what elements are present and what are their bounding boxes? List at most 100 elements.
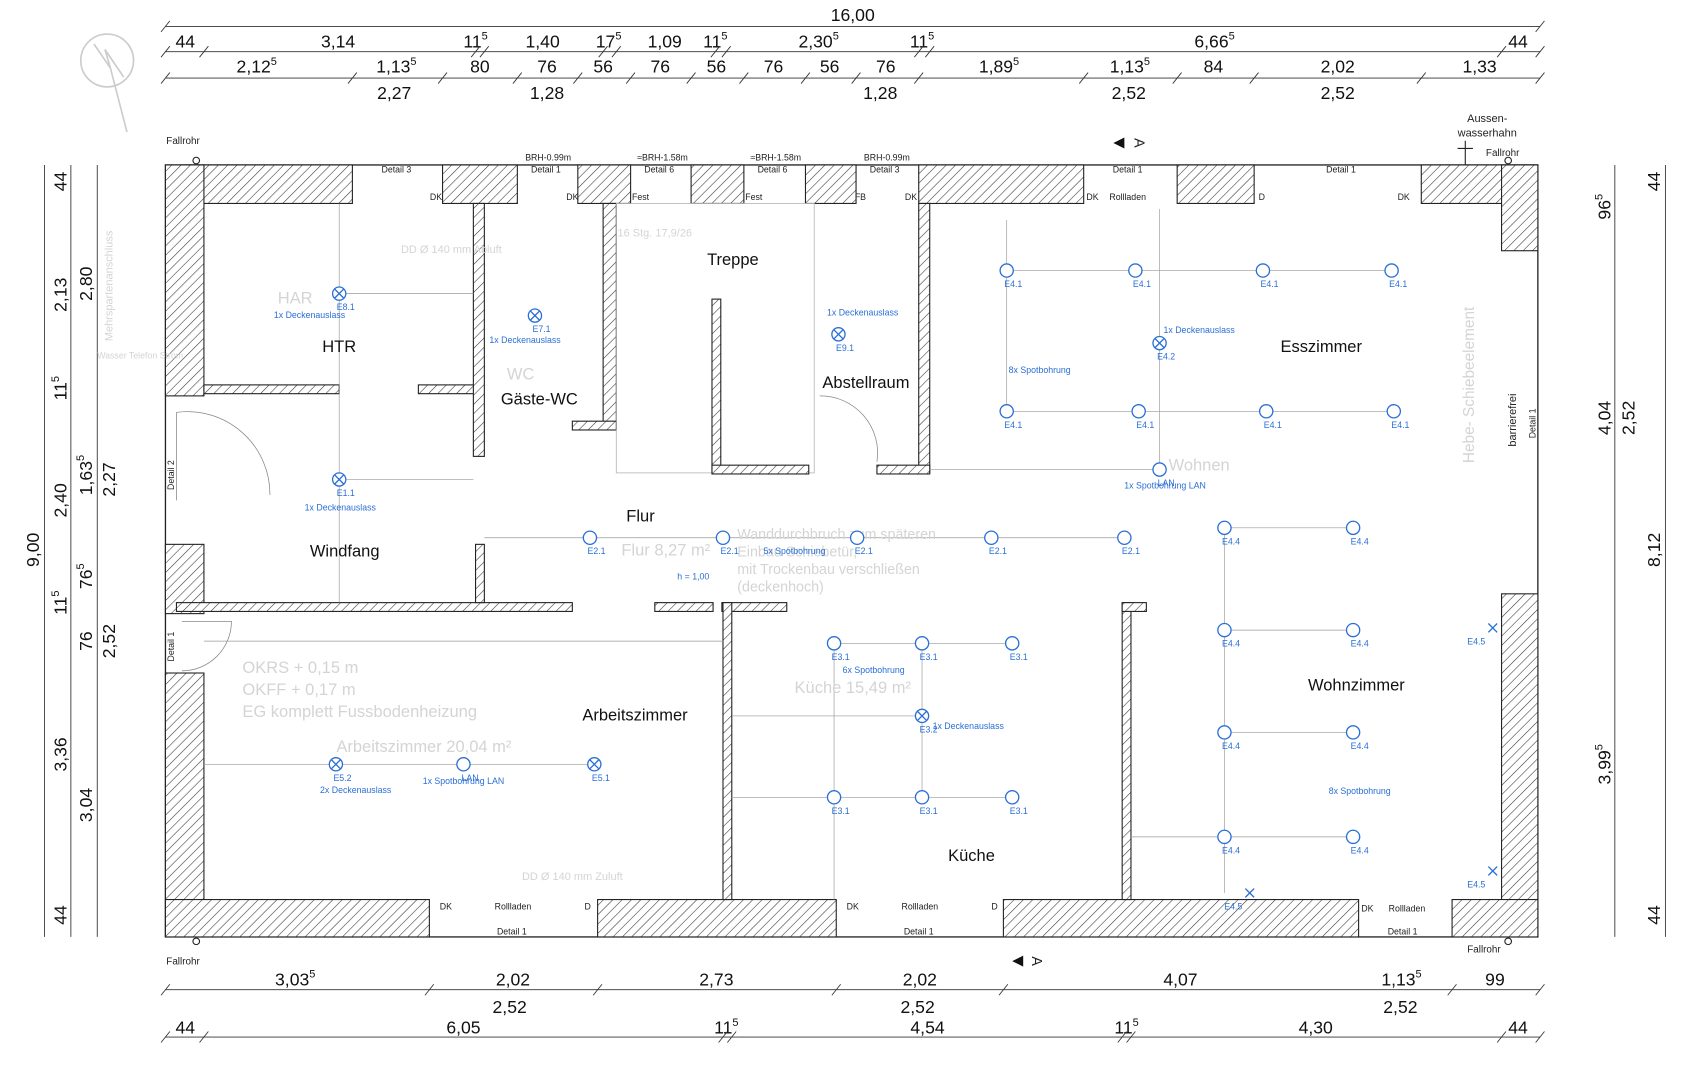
dimension-label: 44 [50,171,70,191]
window-tag: Rollladen [495,901,532,911]
window-tag: DK [1086,192,1098,202]
ghost-wc: WC [507,365,535,383]
spotlight-icon [582,530,598,546]
ghost-wohnen: Wohnen [1169,457,1230,475]
fixture-label: E8.1 [337,302,355,312]
dimension-tick [718,1031,728,1043]
electrical-note: 1x Deckenauslass [827,308,899,318]
window-tag: Fest [745,192,763,202]
fixture-label: E2.1 [587,546,605,556]
fixture-label: E4.1 [1389,279,1407,289]
electrical-note: 2x Deckenauslass [320,785,392,795]
ghost-fbh: EG komplett Fussbodenheizung [242,703,477,721]
ghost-dd-abluft: DD Ø 140 mm Abluft [401,244,502,256]
fixture-label: E4.1 [1133,279,1151,289]
dimension-label: 56 [593,57,613,77]
room-esszimmer: Esszimmer [1280,338,1362,356]
ghost-wand-1: Wanddurchbruch zum späteren [737,527,936,543]
fixture-label: E1.1 [337,488,355,498]
fallrohr-label: Fallrohr [166,956,200,967]
dimension-tick [1535,20,1545,33]
dimension-tick [479,45,490,58]
detail-label: Detail 6 [758,165,788,175]
fixture-label: E2.1 [989,546,1007,556]
dimension-label: 2,52 [1112,83,1146,103]
dimension-tick [160,983,171,996]
dimension-label: 76 [76,631,96,651]
ghost-annotations: HAR WC Wohnen Flur 8,27 m² Küche 15,49 m… [97,227,1478,882]
fixture-label: E4.1 [1260,279,1278,289]
dimension-tick [160,20,171,33]
wall-outlet-icon [1487,623,1498,633]
fixture-label: E4.4 [1222,741,1240,751]
spotlight-icon [1217,725,1232,740]
ceiling-outlet-icon [587,757,602,772]
ghost-wand-2: Einbau Schiebetür, [737,544,857,560]
dimension-label: 115 [463,31,487,52]
dimension-tick [347,72,358,84]
dimension-label: 2,80 [76,266,96,300]
detail-label: Detail 2 [166,460,176,490]
detail-label: Detail 1 [166,632,176,662]
spotlight-icon [849,530,865,546]
ceiling-outlet-icon [527,308,543,323]
fixture-label: E2.1 [855,546,873,556]
fixture-label: E4.4 [1351,741,1369,751]
spotlight-icon [1345,829,1361,845]
fixture-label: E3.1 [832,652,850,662]
dimension-label: 44 [175,31,195,51]
fixture-label: E4.4 [1222,845,1240,855]
dimension-label: 44 [1644,171,1664,191]
electrical-note: 1x Spotbohrung LAN [423,776,505,786]
dimension-tick [1126,1031,1136,1043]
spotlight-icon [914,790,930,805]
dimension-label: 2,52 [1383,997,1417,1017]
dimension-label: 16,00 [831,5,875,25]
ghost-wand-3: mit Trockenbau verschließen [737,562,920,578]
brh-label: ≈BRH-1.58m [637,153,688,163]
dimension-tick [913,72,924,84]
dimension-label: 2,73 [699,969,733,989]
fixture-label: E3.1 [1010,652,1028,662]
dimension-tick [625,72,636,84]
ghost-mehrsparten: Mehrspartenanschluss [104,230,116,341]
electrical-note: h = 1,00 [677,572,709,582]
dimension-tick [1496,1031,1507,1043]
dimension-label: 4,04 [1594,401,1614,435]
electrical-note: 5x Spotbohrung [763,546,825,556]
ghost-flur-area: Flur 8,27 m² [621,541,710,559]
dimension-label: 44 [1508,31,1528,51]
spotlight-icon [984,530,999,546]
fixture-label: E4.1 [1391,420,1409,430]
dimension-label: 1,28 [530,83,564,103]
dimension-tick [800,72,811,84]
detail-label: Detail 1 [904,927,934,937]
dimension-tick [1535,72,1545,84]
detail-label: Detail 1 [1528,408,1538,438]
dimension-label: 56 [707,57,727,77]
dimension-label: 6,05 [446,1018,480,1038]
spotlight-icon [1384,263,1399,278]
dimension-label: 1,28 [863,83,897,103]
dimension-label: 2,52 [1321,83,1355,103]
electrical-note: 1x Deckenauslass [305,502,377,512]
dimension-tick [924,45,935,58]
wall-outlet-icon [1244,888,1255,898]
window-tag: DK [440,901,452,911]
dimension-tick [611,45,622,58]
dimension-tick [998,983,1009,996]
ceiling-outlet-icon [914,708,930,724]
barrierefrei-label: barrierefrei [1507,394,1519,447]
dimension-tick [1496,45,1507,58]
dimension-label: 2,27 [99,462,119,496]
fallrohr-label: Fallrohr [1467,944,1501,955]
dimension-label: 1,135 [1110,56,1150,77]
fixture-label: LAN [1158,478,1175,488]
fixture-label: E4.5 [1467,636,1485,646]
dimension-label: 3,14 [321,31,355,51]
dimension-label: 2,27 [377,83,411,103]
dimension-label: 115 [50,590,71,614]
plan-annotations: Fallrohr Fallrohr Fallrohr Fallrohr Auss… [166,113,1537,967]
dimension-label: 76 [876,57,896,77]
